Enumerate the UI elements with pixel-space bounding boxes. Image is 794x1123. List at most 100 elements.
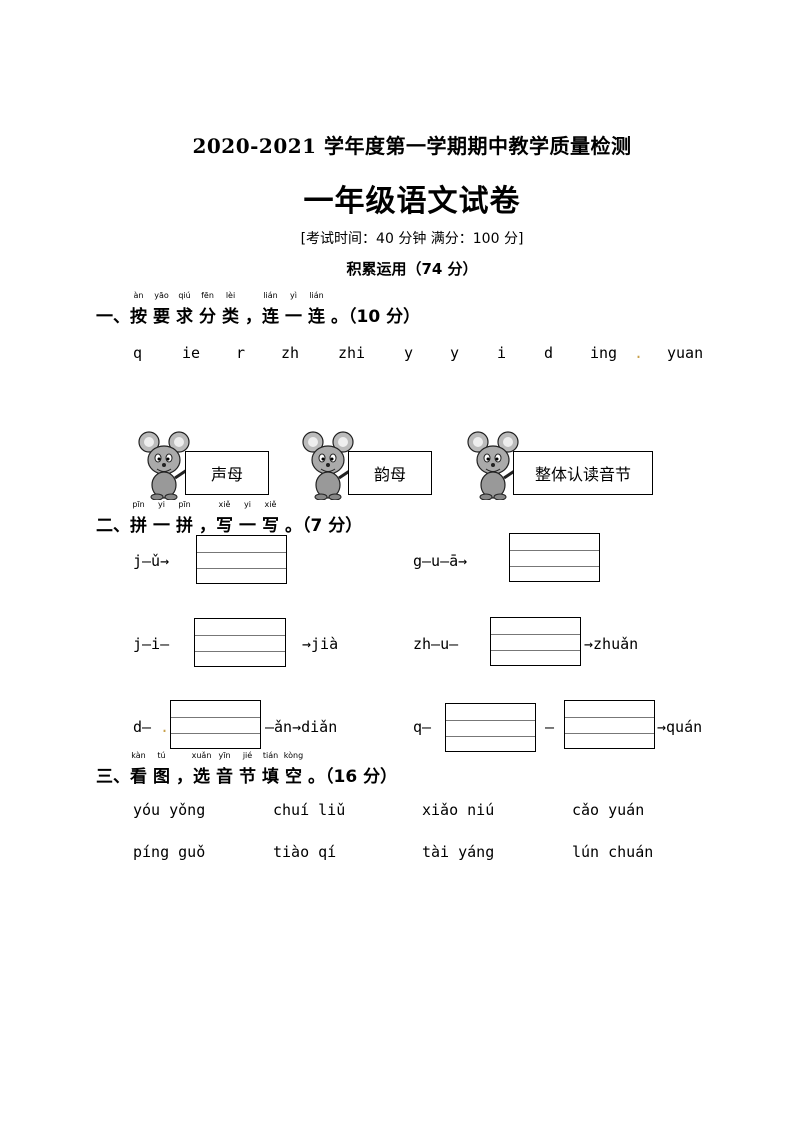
ruby-char: xiě 写: [262, 500, 279, 536]
spelling-prompt: d—: [133, 718, 152, 736]
writing-box[interactable]: [445, 703, 536, 752]
spelling-prompt: j—ǔ→: [133, 552, 170, 570]
hanzi-char: 拼: [130, 516, 147, 536]
exam-super-title: 2020-2021 学年度第一学期期中教学质量检测: [192, 134, 632, 158]
hanzi-char: 写: [262, 516, 279, 536]
pinyin-item: d: [544, 344, 554, 362]
hanzi-char: 按: [130, 307, 147, 327]
hanzi-char: 要: [153, 307, 170, 327]
score-note: 。（7 分）: [285, 516, 363, 536]
question-number: 三、: [96, 767, 130, 787]
syllable-option: lún chuán: [572, 843, 654, 861]
pinyin-annotation: àn: [133, 291, 144, 300]
comma: ，: [199, 516, 216, 536]
ruby-char: lèi 类: [222, 291, 239, 327]
pinyin-annotation: kàn: [131, 751, 146, 760]
mouse-icon: [302, 431, 354, 501]
pinyin-annotation: tú: [157, 751, 166, 760]
hanzi-char: 空: [285, 767, 302, 787]
ruby-char: yāo 要: [153, 291, 170, 327]
spelling-result: —ǎn→diǎn: [265, 718, 338, 736]
ruby-char: qiú 求: [176, 291, 193, 327]
ruby-char: fēn 分: [199, 291, 216, 327]
question-number: 一、: [96, 307, 130, 327]
pinyin-annotation: lián: [263, 291, 278, 300]
dot-mark: .: [634, 344, 644, 362]
pinyin-annotation: lèi: [225, 291, 236, 300]
pinyin-item: y: [450, 344, 460, 362]
hanzi-char: 类: [222, 307, 239, 327]
pinyin-annotation: xiě: [218, 500, 231, 509]
pinyin-annotation: yì: [290, 291, 297, 300]
pinyin-annotation: yi: [244, 500, 251, 509]
pinyin-item: q: [133, 344, 143, 362]
pinyin-item: ing: [590, 344, 618, 362]
mouse-icon: [138, 431, 190, 501]
pinyin-annotation: pīn: [132, 500, 145, 509]
comma: ，: [245, 307, 262, 327]
spelling-prompt: g—u—ā→: [413, 552, 468, 570]
pinyin-annotation: lián: [309, 291, 324, 300]
hanzi-char: 一: [153, 516, 170, 536]
category-box-initials[interactable]: 声母: [185, 451, 269, 495]
pinyin-annotation: kòng: [283, 751, 304, 760]
category-label: 韵母: [373, 465, 406, 484]
ruby-char: xuǎn 选: [192, 751, 212, 787]
mouse-illustration-2: [301, 430, 357, 504]
writing-box[interactable]: [170, 700, 261, 749]
pinyin-item: ie: [182, 344, 201, 362]
category-box-whole-syllables[interactable]: 整体认读音节: [513, 451, 653, 495]
hanzi-char: 一: [285, 307, 302, 327]
ruby-char: xiě 写: [216, 500, 233, 536]
pinyin-annotation: tián: [262, 751, 279, 760]
pinyin-annotation: fēn: [201, 291, 214, 300]
hanzi-char: 分: [199, 307, 216, 327]
hanzi-char: 看: [130, 767, 147, 787]
score-note: 。（16 分）: [308, 767, 398, 787]
dot-mark: .: [160, 718, 170, 736]
hanzi-char: 一: [239, 516, 256, 536]
pinyin-item: r: [236, 344, 246, 362]
syllable-option: cǎo yuán: [572, 801, 645, 819]
syllable-option: tài yáng: [422, 843, 495, 861]
mouse-illustration-1: [137, 430, 193, 504]
ruby-char: àn 按: [130, 291, 147, 327]
writing-box[interactable]: [564, 700, 655, 749]
hanzi-char: 求: [176, 307, 193, 327]
syllable-option: chuí liǔ: [273, 801, 346, 819]
exam-info: [考试时间：40 分钟 满分：100 分]: [300, 231, 524, 247]
pinyin-annotation: jié: [242, 751, 253, 760]
pinyin-annotation: pīn: [178, 500, 191, 509]
pinyin-annotation: qiú: [178, 291, 191, 300]
category-label: 声母: [210, 465, 243, 484]
pinyin-annotation: yāo: [154, 291, 169, 300]
ruby-char: kòng 空: [284, 751, 303, 787]
pinyin-annotation: xuǎn: [191, 751, 212, 760]
hanzi-char: 选: [193, 767, 210, 787]
pinyin-annotation: xiě: [264, 500, 277, 509]
hanzi-char: 写: [216, 516, 233, 536]
syllable-option: yóu yǒng: [133, 801, 206, 819]
mouse-illustration-3: [466, 430, 522, 504]
writing-box[interactable]: [509, 533, 600, 582]
pinyin-annotation: yīn: [218, 751, 231, 760]
writing-box[interactable]: [194, 618, 286, 667]
writing-box[interactable]: [490, 617, 581, 666]
syllable-option: tiào qí: [273, 843, 337, 861]
pinyin-item: yuan: [667, 344, 704, 362]
spelling-result: →jià: [302, 635, 339, 653]
category-box-finals[interactable]: 韵母: [348, 451, 432, 495]
pinyin-item: zh: [281, 344, 300, 362]
part-heading: 积累运用（74 分）: [346, 260, 478, 278]
writing-box[interactable]: [196, 535, 287, 584]
score-note: 。（10 分）: [331, 307, 421, 327]
question-number: 二、: [96, 516, 130, 536]
spelling-joiner: —: [545, 718, 555, 736]
